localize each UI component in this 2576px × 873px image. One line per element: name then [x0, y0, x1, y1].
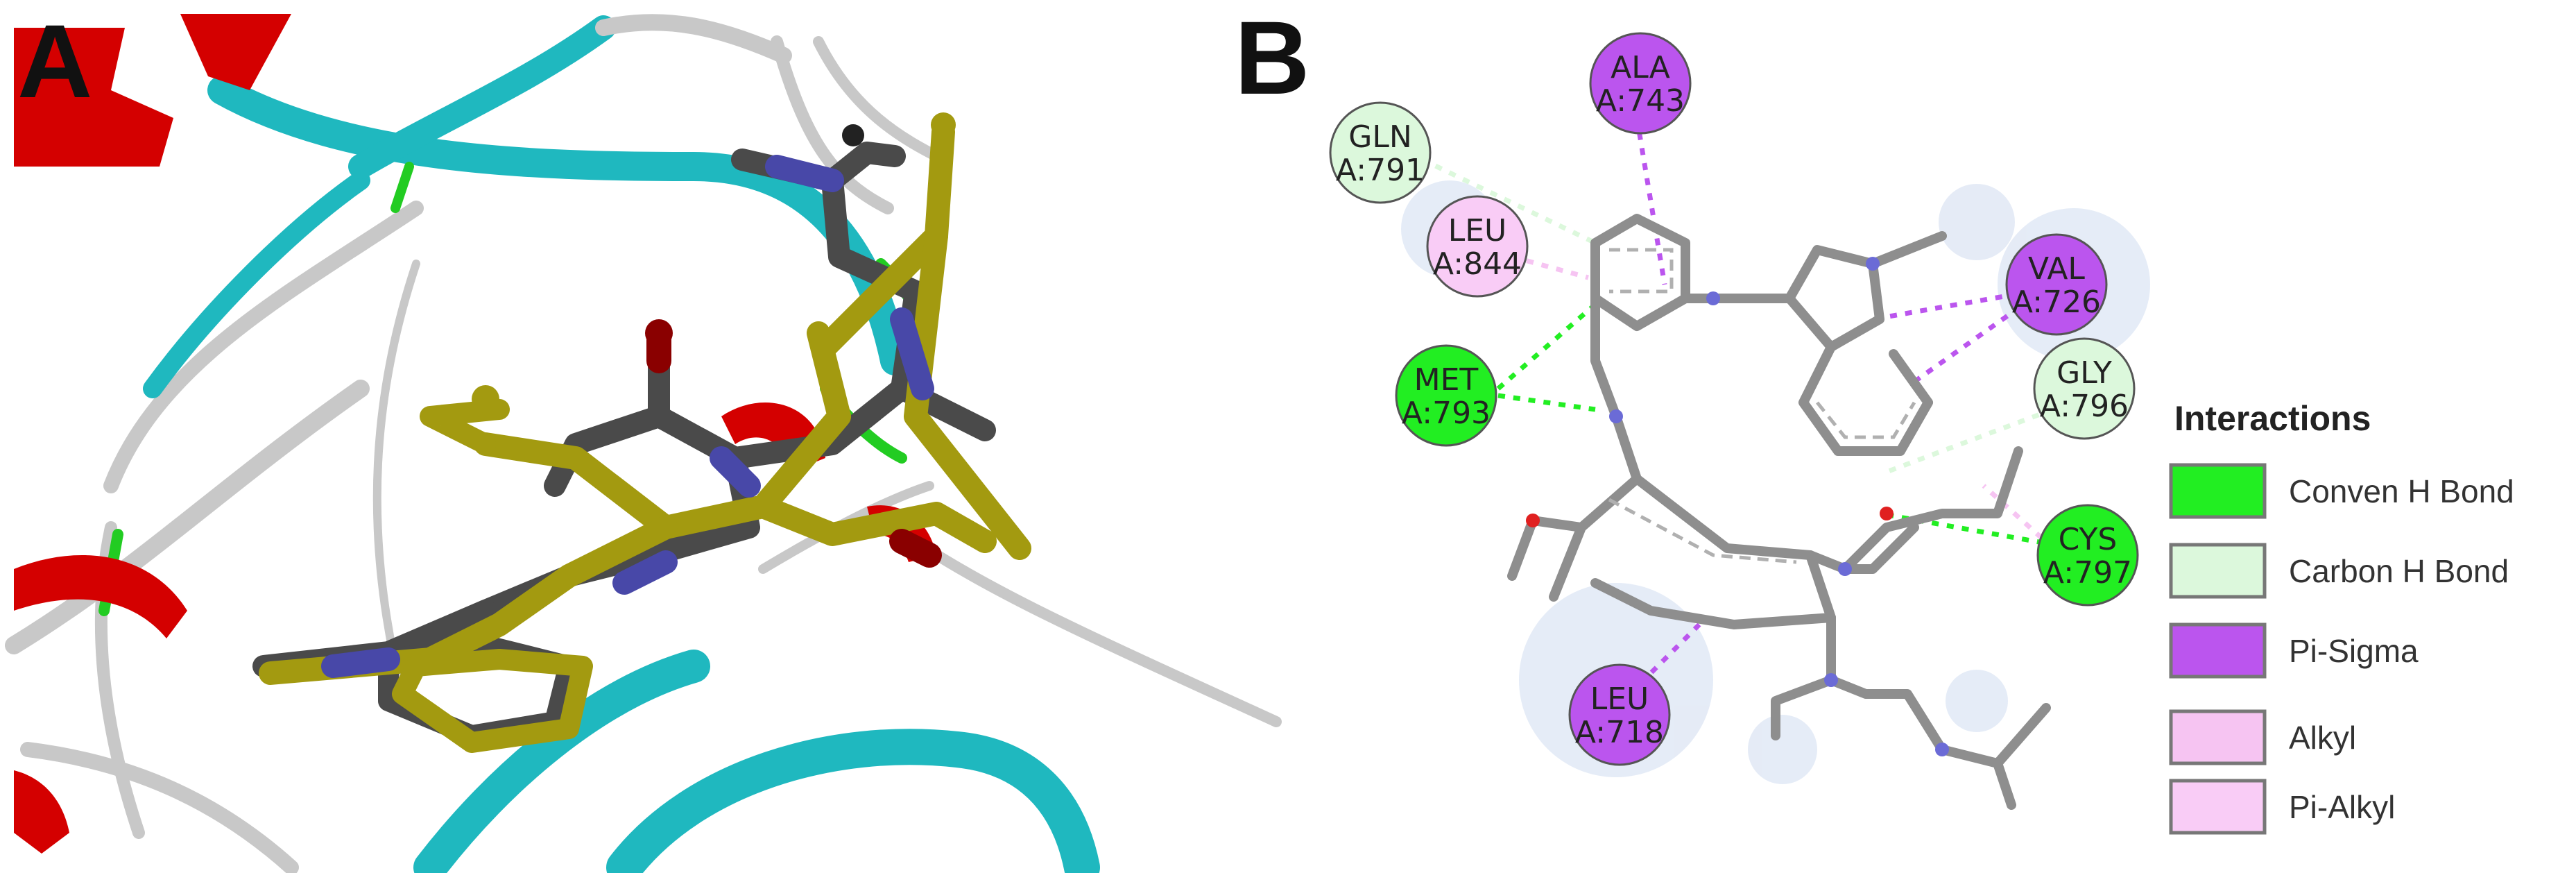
- residue-name: GLY: [2056, 355, 2112, 391]
- legend-swatch: [2169, 709, 2267, 765]
- legend-item: Carbon H Bond: [2169, 543, 2509, 599]
- panel-b-label: B: [1235, 0, 1310, 116]
- residue-name: ALA: [1611, 50, 1670, 85]
- legend-swatch: [2169, 543, 2267, 599]
- ligand-2d-inner-bonds: [1608, 248, 1916, 564]
- residue-pos: A:791: [1336, 153, 1425, 188]
- residue-nodes: GLNA:791ALAA:743LEUA:844META:793VALA:726…: [1329, 32, 2139, 766]
- protein-ribbons: [5, 14, 1282, 873]
- panel-a-label: A: [17, 3, 92, 119]
- residue-name: CYS: [2059, 522, 2118, 557]
- residue-pos: A:743: [1596, 83, 1685, 119]
- ligand-poses: [252, 120, 1031, 753]
- residue-circle: [1568, 663, 1671, 766]
- legend-swatch: [2169, 463, 2267, 519]
- legend-label: Carbon H Bond: [2289, 553, 2509, 589]
- legend-item: Conven H Bond: [2169, 463, 2514, 519]
- residue-name: VAL: [2028, 251, 2085, 287]
- residue-pos: A:844: [1433, 246, 1522, 282]
- legend-label: Pi-Alkyl: [2289, 789, 2395, 825]
- panel-a: A: [0, 0, 1283, 873]
- residue-pos: A:797: [2043, 555, 2132, 591]
- residue-pos: A:718: [1575, 715, 1664, 750]
- residue-pos: A:796: [2040, 389, 2129, 424]
- legend-label: Alkyl: [2289, 720, 2356, 756]
- residue-name: LEU: [1590, 681, 1649, 717]
- legend-item: Pi-Alkyl: [2169, 779, 2395, 835]
- ligand-2d-heteroatoms: [1526, 257, 1949, 756]
- legend-item: Pi-Sigma: [2169, 622, 2419, 679]
- legend-swatch: [2169, 779, 2267, 835]
- ligand-2d-structure: [1507, 214, 2051, 810]
- legend-item: Alkyl: [2169, 709, 2356, 765]
- residue-circle: [1395, 344, 1497, 447]
- legend-title: Interactions: [2174, 399, 2371, 438]
- panel-b: B: [1235, 0, 2514, 835]
- residue-circle: [2033, 337, 2136, 440]
- residue-name: GLN: [1348, 119, 1412, 155]
- residue-name: LEU: [1448, 213, 1507, 248]
- residue-circle: [1589, 32, 1692, 135]
- residue-pos: A:726: [2012, 285, 2101, 320]
- legend-label: Pi-Sigma: [2289, 633, 2419, 669]
- residue-circle: [2005, 233, 2108, 336]
- residue-circle: [1426, 195, 1529, 298]
- legend-swatch: [2169, 622, 2267, 679]
- residue-name: MET: [1414, 362, 1479, 398]
- residue-pos: A:793: [1402, 396, 1491, 431]
- residue-circle: [1329, 101, 1432, 204]
- ligand-atoms: [472, 112, 956, 413]
- residue-circle: [2036, 504, 2139, 607]
- legend-label: Conven H Bond: [2289, 473, 2514, 509]
